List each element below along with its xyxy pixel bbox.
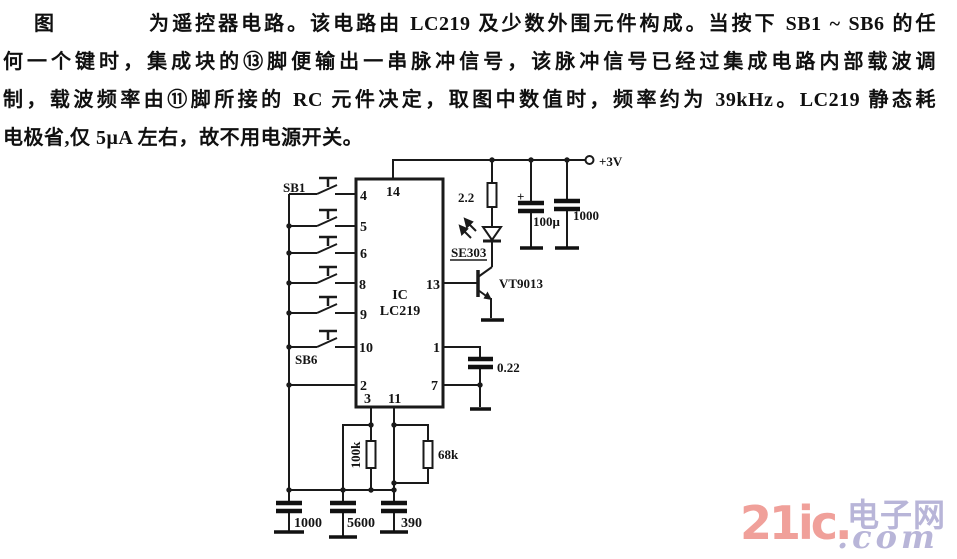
pin-label-2: 2: [360, 379, 367, 394]
pin-label-13: 13: [426, 278, 440, 293]
paragraph-line-3: 制，载波频率由⑪脚所接的 RC 元件决定，取图中数值时，频率约为 39kHz。L…: [3, 89, 936, 111]
resistor-100k: 100k: [348, 440, 377, 469]
pin-label-1: 1: [433, 341, 440, 356]
watermark-dianziwang: 电子网: [847, 496, 947, 534]
sb1-label: SB1: [283, 180, 305, 195]
resistor-100k-label: 100k: [348, 441, 363, 469]
switch-sb1: [289, 176, 356, 195]
circuit-wires: [288, 159, 586, 536]
capacitor-5600-label: 5600: [347, 516, 375, 531]
supply-terminal: +3V: [584, 154, 623, 169]
ic-label-lc219: LC219: [380, 304, 420, 319]
capacitor-1000-bottom-label: 1000: [294, 516, 322, 531]
ic-chip: IC LC219 14 4 5 6 8 9 10 2 3 11 13 1 7: [354, 177, 445, 409]
capacitor-022: 0.22: [468, 356, 520, 375]
ground-symbols: [274, 246, 579, 539]
pin-label-3: 3: [364, 392, 371, 407]
switch-sb3: [289, 235, 356, 254]
capacitor-100u-label: 100μ: [533, 214, 561, 229]
paragraph-line-4: 电极省,仅 5μA 左右，故不用电源开关。: [3, 127, 364, 149]
transistor-vt9013: VT9013: [476, 270, 544, 300]
capacitor-022-label: 0.22: [497, 360, 520, 375]
capacitor-390: 390: [381, 500, 422, 531]
description-paragraph: 图 为遥控器电路。该电路由 LC219 及少数外围元件构成。当按下 SB1 ~ …: [3, 5, 936, 157]
switch-sb2: [289, 208, 356, 227]
paragraph-line-2: 何一个键时，集成块的⑬脚便输出一串脉冲信号，该脉冲信号已经过集成电路内部载波调: [3, 51, 936, 73]
resistor-2r2-label: 2.2: [458, 190, 474, 205]
pin-label-7: 7: [431, 379, 438, 394]
switch-sb4: [289, 265, 356, 284]
watermark-21ic: 21ic.: [740, 496, 853, 550]
sb6-label: SB6: [295, 352, 318, 367]
pin-label-9: 9: [360, 308, 367, 323]
led-emission-arrows: [458, 217, 477, 239]
transistor-vt9013-label: VT9013: [499, 276, 544, 291]
supply-label: +3V: [599, 154, 623, 169]
led-se303-label: SE303: [451, 245, 487, 260]
switch-group: [289, 176, 356, 348]
switch-sb6: [289, 329, 356, 348]
capacitor-1000-top-label: 1000: [573, 208, 599, 223]
paragraph-line-1: 图 为遥控器电路。该电路由 LC219 及少数外围元件构成。当按下 SB1 ~ …: [34, 13, 936, 35]
capacitor-1000-bottom: 1000: [276, 500, 322, 531]
pin-label-11: 11: [388, 392, 401, 407]
junction-dots: [286, 157, 570, 493]
ic-label-ic: IC: [392, 288, 408, 303]
resistor-68k-label: 68k: [438, 447, 459, 462]
capacitor-100u-plus: +: [517, 189, 524, 204]
pin-label-14: 14: [386, 185, 400, 200]
watermark: 21ic. 电子网 .com: [740, 494, 957, 559]
pin-label-8: 8: [359, 278, 366, 293]
pin-label-6: 6: [360, 247, 367, 262]
capacitor-5600: 5600: [330, 500, 375, 531]
capacitor-1000-top: 1000: [554, 198, 599, 223]
switch-sb5: [289, 295, 356, 314]
pin-label-4: 4: [360, 189, 367, 204]
led-se303: SE303: [450, 217, 503, 261]
capacitor-100u: + 100μ: [517, 189, 561, 229]
capacitor-390-label: 390: [401, 516, 422, 531]
watermark-com: .com: [837, 518, 939, 556]
pin-label-10: 10: [359, 341, 373, 356]
resistor-2r2: 2.2: [458, 182, 498, 208]
pin-label-5: 5: [360, 220, 367, 235]
resistor-68k: 68k: [422, 440, 459, 469]
